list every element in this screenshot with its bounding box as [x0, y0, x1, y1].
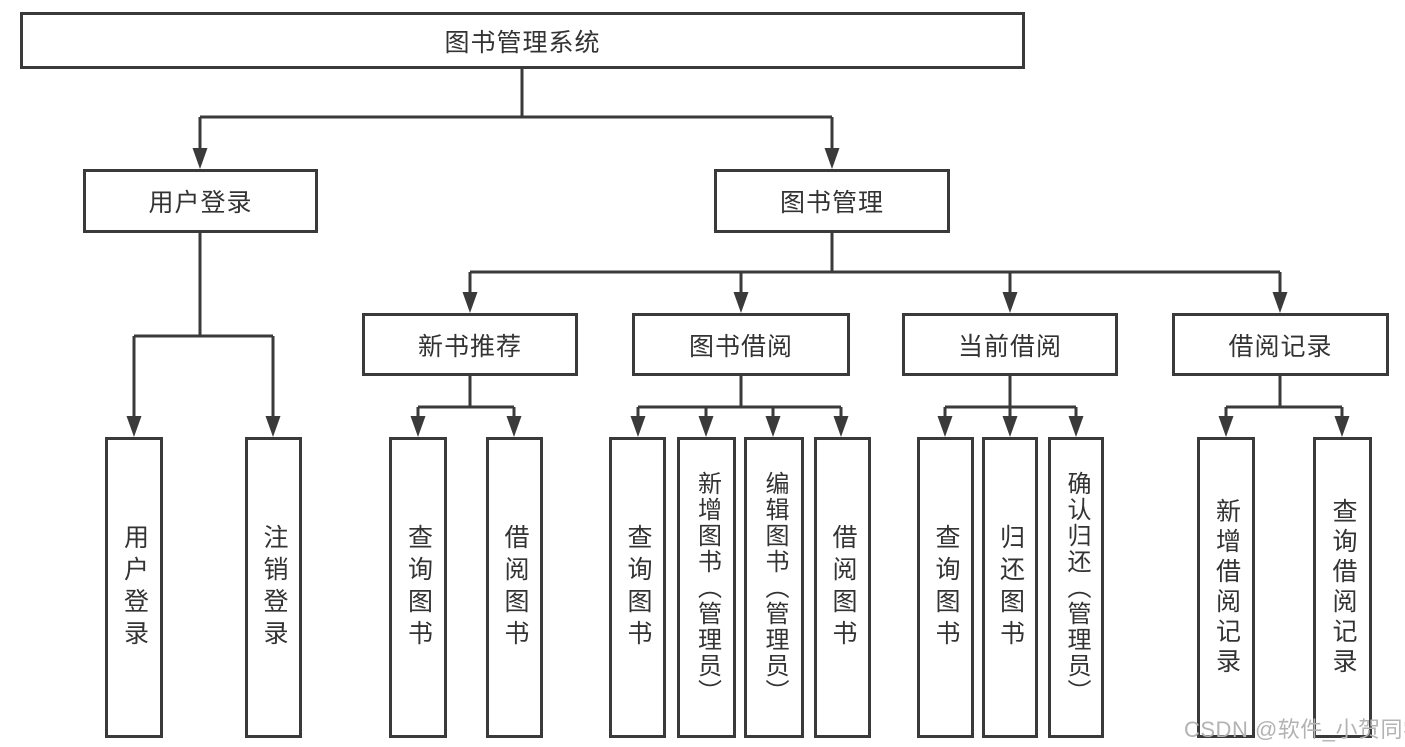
node-user-login: 用户登录 — [83, 169, 318, 233]
leaf-query-books-recommend: 查询图书 — [389, 437, 447, 738]
leaf-query-borrow-record: 查询借阅记录 — [1313, 437, 1372, 738]
node-new-book-recommendation-label: 新书推荐 — [417, 332, 522, 361]
node-library-management-system-label: 图书管理系统 — [444, 28, 601, 57]
leaf-query-books-recommend-label: 查询图书 — [404, 523, 433, 652]
node-borrowing-records: 借阅记录 — [1172, 313, 1389, 376]
leaf-return-book: 归还图书 — [982, 437, 1038, 738]
leaf-add-book-admin-label: 新增图书（管理员） — [693, 470, 721, 705]
leaf-logout-label: 注销登录 — [260, 523, 288, 652]
arrowheads — [126, 148, 1350, 437]
leaf-return-book-label: 归还图书 — [996, 523, 1025, 652]
node-current-borrowing: 当前借阅 — [902, 313, 1118, 376]
leaf-query-books-current-label: 查询图书 — [932, 523, 960, 652]
leaf-add-book-admin: 新增图书（管理员） — [677, 437, 736, 738]
leaf-add-borrow-record-label: 新增借阅记录 — [1212, 497, 1241, 678]
leaf-edit-book-admin: 编辑图书（管理员） — [744, 437, 804, 738]
leaf-add-borrow-record: 新增借阅记录 — [1197, 437, 1255, 738]
leaf-logout: 注销登录 — [245, 437, 302, 738]
node-book-management: 图书管理 — [714, 169, 950, 233]
node-library-management-system: 图书管理系统 — [20, 12, 1025, 69]
leaf-query-books-borrowing-label: 查询图书 — [624, 523, 652, 652]
node-borrowing-records-label: 借阅记录 — [1228, 332, 1333, 361]
node-new-book-recommendation: 新书推荐 — [362, 313, 578, 376]
node-user-login-label: 用户登录 — [148, 189, 253, 217]
node-book-management-label: 图书管理 — [779, 189, 884, 217]
leaf-user-login-label: 用户登录 — [120, 523, 149, 652]
leaf-borrow-books-recommend-label: 借阅图书 — [501, 523, 529, 652]
leaf-confirm-return-admin-label: 确认归还（管理员） — [1063, 470, 1090, 705]
leaf-confirm-return-admin: 确认归还（管理员） — [1048, 437, 1104, 738]
leaf-query-books-current: 查询图书 — [917, 437, 974, 738]
leaf-user-login: 用户登录 — [105, 437, 163, 738]
node-book-borrowing: 图书借阅 — [632, 313, 850, 376]
leaf-query-borrow-record-label: 查询借阅记录 — [1329, 497, 1357, 678]
node-current-borrowing-label: 当前借阅 — [957, 332, 1062, 361]
leaf-borrow-books-recommend: 借阅图书 — [486, 437, 543, 738]
leaf-query-books-borrowing: 查询图书 — [609, 437, 666, 738]
node-book-borrowing-label: 图书借阅 — [688, 332, 793, 361]
csdn-watermark: CSDN @软件_小贺同学 — [1184, 717, 1405, 742]
leaf-borrow-books-borrowing: 借阅图书 — [814, 437, 871, 738]
leaf-edit-book-admin-label: 编辑图书（管理员） — [761, 470, 788, 705]
leaf-borrow-books-borrowing-label: 借阅图书 — [829, 523, 857, 652]
